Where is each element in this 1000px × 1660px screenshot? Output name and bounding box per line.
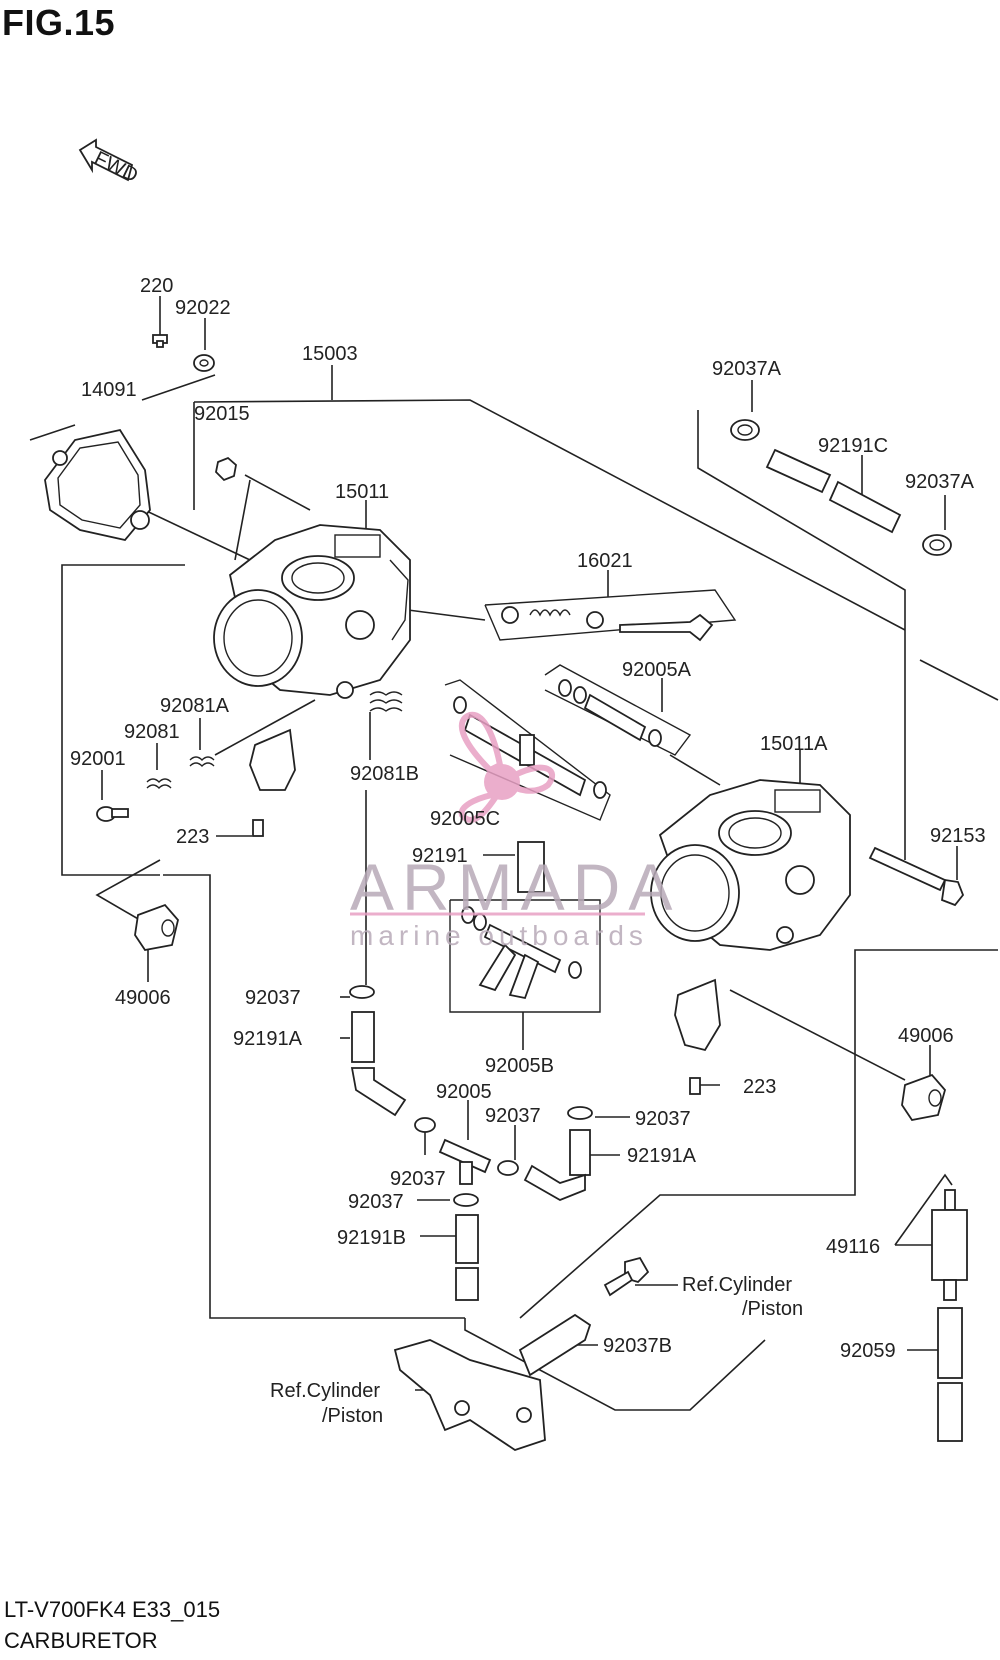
callout-92005: 92005 — [436, 1081, 492, 1103]
filter-49116 — [931, 1189, 968, 1301]
clip-92037A-2 — [922, 534, 952, 556]
callout-92005A: 92005A — [622, 659, 692, 681]
callout-92191A-right: 92191A — [627, 1145, 697, 1167]
callout-92037-bottom: 92037 — [348, 1191, 404, 1213]
callout-92037B: 92037B — [603, 1335, 672, 1357]
callout-15003: 15003 — [302, 343, 358, 365]
callout-15011: 15011 — [335, 481, 389, 503]
carburetor-15011 — [213, 524, 411, 699]
callout-92037-mid: 92037 — [485, 1105, 541, 1127]
callout-92059: 92059 — [840, 1340, 896, 1362]
clip-92037A-1 — [730, 419, 760, 441]
hose-92191C — [765, 448, 902, 534]
callout-92037A-right: 92037A — [905, 471, 975, 493]
callout-16021: 16021 — [577, 550, 633, 572]
callout-14091: 14091 — [81, 379, 137, 401]
callout-92022: 92022 — [175, 297, 231, 319]
clip-92037-1 — [349, 985, 375, 999]
figure-name: CARBURETOR — [4, 1628, 158, 1653]
hose-92191A-left — [350, 1011, 407, 1117]
callout-92191B: 92191B — [337, 1227, 406, 1249]
callout-ref-piston-1: /Piston — [742, 1298, 803, 1320]
callout-labels: 220 92022 15003 14091 92015 15011 92037A… — [70, 275, 986, 1427]
clip-92037-3 — [497, 1160, 519, 1176]
callout-92037-lower: 92037 — [390, 1168, 446, 1190]
callout-15011A: 15011A — [760, 733, 828, 755]
callout-ref-piston-2: /Piston — [322, 1405, 383, 1427]
clip-92037-4 — [567, 1106, 593, 1120]
clip-92037-2 — [414, 1117, 436, 1133]
pilot-screw-16021 — [501, 606, 714, 642]
callout-92081A: 92081A — [160, 695, 230, 717]
callout-92191C: 92191C — [818, 435, 888, 457]
hose-92191A-right — [523, 1129, 591, 1201]
washer-92022 — [193, 354, 215, 372]
hose-92191 — [517, 841, 545, 893]
callout-92191A-left: 92191A — [233, 1028, 303, 1050]
clip-92037-5 — [453, 1193, 479, 1207]
callout-92191: 92191 — [412, 845, 468, 867]
spring-92081 — [146, 778, 172, 789]
watermark-brand: ARMADA — [350, 850, 680, 924]
spring-92081A — [189, 756, 215, 767]
callout-92005B: 92005B — [485, 1055, 554, 1077]
carburetor-15011A — [650, 779, 851, 951]
callout-49006-right: 49006 — [898, 1025, 954, 1047]
damper-49006-right — [901, 1073, 946, 1121]
ref-cylinder-piston-part — [393, 1339, 546, 1451]
figure-title: FIG.15 — [2, 2, 116, 43]
screw-92001 — [96, 806, 129, 822]
callout-223-right: 223 — [743, 1076, 776, 1098]
fitting-92005C — [453, 696, 607, 799]
cover-14091 — [44, 428, 151, 541]
callout-92081: 92081 — [124, 721, 180, 743]
callout-92037A-top: 92037A — [712, 358, 782, 380]
parts — [44, 334, 968, 1451]
bolt-92153 — [868, 846, 965, 907]
figure-code: LT-V700FK4 E33_015 — [4, 1597, 221, 1622]
watermark-tagline: marine outboards — [350, 920, 648, 951]
damper-49006-left — [134, 903, 179, 951]
watermark: ARMADA marine outboards — [350, 711, 680, 951]
callout-49006-left: 49006 — [115, 987, 171, 1009]
spring-92081B — [369, 691, 403, 712]
bracket-right — [674, 978, 721, 1095]
callout-220: 220 — [140, 275, 173, 297]
callout-92005C: 92005C — [430, 808, 500, 830]
callout-92153: 92153 — [930, 825, 986, 847]
watermark-logo-icon — [458, 711, 556, 823]
fwd-label: FWD — [91, 147, 142, 187]
callout-ref-cylinder-1: Ref.Cylinder — [682, 1274, 792, 1296]
hose-92191B — [455, 1214, 479, 1301]
callout-92081B: 92081B — [350, 763, 419, 785]
callout-ref-cylinder-2: Ref.Cylinder — [270, 1380, 380, 1402]
screw-220 — [152, 334, 168, 348]
callout-92001: 92001 — [70, 748, 126, 770]
callout-92037-right: 92037 — [635, 1108, 691, 1130]
fitting-92005B — [461, 906, 582, 1000]
callout-223-left: 223 — [176, 826, 209, 848]
callout-92037-left: 92037 — [245, 987, 301, 1009]
clamp-92037B — [518, 1256, 650, 1377]
nut-92015 — [215, 456, 237, 482]
bracket-left — [249, 728, 296, 837]
fitting-92005 — [438, 1138, 492, 1185]
fitting-92005A — [558, 679, 662, 747]
hose-92059 — [937, 1307, 963, 1442]
callout-92015: 92015 — [194, 403, 250, 425]
fwd-arrow-icon: FWD — [78, 138, 142, 187]
callout-49116: 49116 — [826, 1236, 880, 1258]
